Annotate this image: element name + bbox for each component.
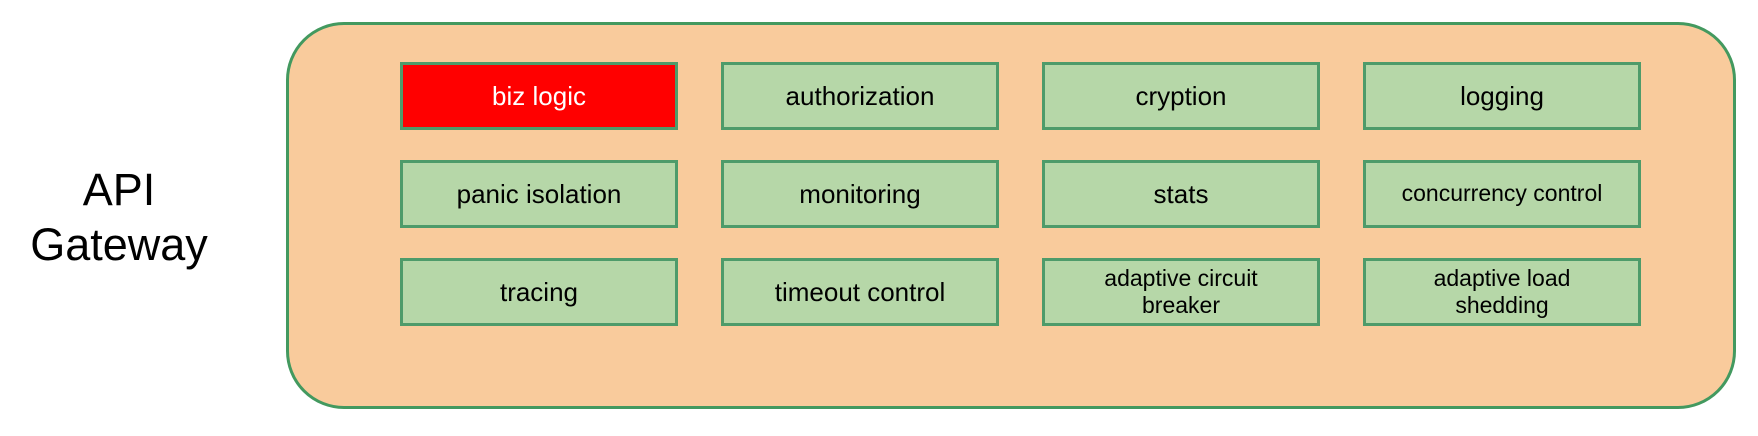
feature-box-timeout-control: timeout control bbox=[721, 258, 999, 326]
feature-box-panic-isolation: panic isolation bbox=[400, 160, 678, 228]
feature-box-adaptive-load-shedding: adaptive load shedding bbox=[1363, 258, 1641, 326]
feature-box-biz-logic: biz logic bbox=[400, 62, 678, 130]
feature-box-label: adaptive circuit breaker bbox=[1104, 264, 1258, 318]
feature-box-stats: stats bbox=[1042, 160, 1320, 228]
feature-box-tracing: tracing bbox=[400, 258, 678, 326]
api-gateway-label-line1: API bbox=[82, 164, 156, 216]
feature-box-label: monitoring bbox=[799, 178, 921, 209]
feature-box-label: concurrency control bbox=[1401, 180, 1603, 207]
api-gateway-label: API Gateway bbox=[0, 0, 238, 436]
feature-box-label: authorization bbox=[785, 80, 935, 111]
feature-grid: biz logic authorization cryption logging pan… bbox=[289, 25, 1733, 326]
feature-box-label: timeout control bbox=[774, 276, 946, 307]
feature-box-logging: logging bbox=[1363, 62, 1641, 130]
feature-box-label: adaptive load shedding bbox=[1433, 264, 1571, 318]
feature-box-adaptive-circuit-breaker: adaptive circuit breaker bbox=[1042, 258, 1320, 326]
feature-box-label: logging bbox=[1460, 80, 1544, 111]
api-gateway-container: biz logic authorization cryption logging pan… bbox=[286, 22, 1736, 409]
feature-box-concurrency-control: concurrency control bbox=[1363, 160, 1641, 228]
feature-box-label: panic isolation bbox=[456, 178, 622, 209]
feature-box-cryption: cryption bbox=[1042, 62, 1320, 130]
feature-box-authorization: authorization bbox=[721, 62, 999, 130]
api-gateway-label-line2: Gateway bbox=[30, 219, 208, 270]
feature-box-label: tracing bbox=[499, 276, 579, 307]
feature-box-label: stats bbox=[1153, 178, 1209, 209]
feature-box-label: cryption bbox=[1135, 80, 1227, 111]
feature-box-label: biz logic bbox=[492, 80, 586, 111]
feature-box-monitoring: monitoring bbox=[721, 160, 999, 228]
